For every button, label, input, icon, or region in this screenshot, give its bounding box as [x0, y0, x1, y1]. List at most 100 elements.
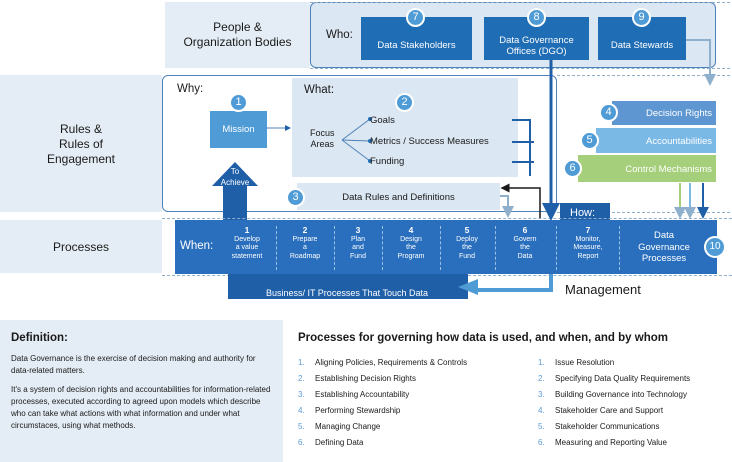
list-item: 5.Managing Change	[298, 422, 381, 431]
to-achieve-arrow	[212, 162, 258, 220]
dgo-label: Data Governance Offices (DGO)	[499, 34, 574, 57]
processes-list-left: 1.Aligning Policies, Requirements & Cont…	[298, 358, 528, 454]
dg-processes-label: Data Governance Processes	[638, 230, 690, 264]
step-1: 1 Develop a value statement	[222, 220, 272, 274]
data-stakeholders-label: Data Stakeholders	[377, 40, 456, 51]
step-divider	[382, 226, 383, 270]
step-7-number: 7	[585, 225, 591, 235]
badge-1: 1	[229, 93, 248, 112]
definition-p1: Data Governance is the exercise of decis…	[11, 354, 256, 375]
badge-7: 7	[406, 8, 425, 27]
people-row-label: People & Organization Bodies	[183, 20, 292, 49]
business-it-bar	[228, 274, 468, 299]
step-7: 7 Monitor, Measure, Report	[560, 220, 616, 274]
guide-line	[310, 68, 730, 69]
step-7-text: Monitor, Measure, Report	[573, 235, 603, 260]
step-5-text: Deploy the Fund	[456, 235, 478, 260]
step-6-number: 6	[522, 225, 528, 235]
badge-4: 4	[599, 103, 618, 122]
step-divider	[334, 226, 335, 270]
data-stewards-label: Data Stewards	[610, 40, 674, 51]
processes-list-right: 1.Issue Resolution 2.Specifying Data Qua…	[538, 358, 728, 454]
step-2-number: 2	[302, 225, 308, 235]
guide-line	[557, 75, 730, 76]
list-item: 1.Aligning Policies, Requirements & Cont…	[298, 358, 468, 367]
list-item: 4.Performing Stewardship	[298, 406, 401, 415]
step-6: 6 Govern the Data	[499, 220, 551, 274]
accountabilities-label: Accountabilities	[645, 136, 712, 147]
list-item: 6.Defining Data	[298, 438, 364, 447]
control-mechanisms-label: Control Mechanisms	[625, 164, 712, 175]
when-bar	[175, 220, 717, 274]
management-label: Management	[565, 282, 641, 297]
rules-row-label: Rules & Rules of Engagement	[46, 122, 116, 166]
list-item: 1.Issue Resolution	[538, 358, 615, 367]
mission-box: Mission	[210, 111, 267, 148]
when-label: When:	[180, 240, 214, 252]
focus-tree	[341, 117, 372, 163]
step-divider	[276, 226, 277, 270]
step-4-text: Design the Program	[397, 235, 425, 260]
decision-rights-box	[612, 101, 716, 125]
step-1-text: Develop a value statement	[231, 235, 263, 260]
processes-row-band	[0, 220, 162, 273]
processes-panel-title: Processes for governing how data is used…	[298, 332, 668, 344]
processes-row-label: Processes	[52, 240, 110, 254]
focus-item-metrics: Metrics / Success Measures	[370, 136, 489, 147]
definition-panel	[0, 320, 283, 462]
step-4: 4 Design the Program	[386, 220, 436, 274]
step-1-number: 1	[244, 225, 250, 235]
badge-8: 8	[527, 8, 546, 27]
list-item: 6.Measuring and Reporting Value	[538, 438, 667, 447]
step-4-number: 4	[408, 225, 414, 235]
accountabilities-box	[596, 128, 716, 153]
business-it-label: Business/ IT Processes That Touch Data	[265, 288, 429, 298]
rules-row-band	[0, 75, 162, 212]
badge-6: 6	[563, 159, 582, 178]
focus-item-funding: Funding	[370, 156, 405, 167]
step-divider	[619, 226, 620, 270]
what-label: What:	[304, 84, 335, 96]
list-item: 3.Establishing Accountability	[298, 390, 410, 399]
step-2-text: Prepare a Roadmap	[289, 235, 321, 260]
list-item: 4.Stakeholder Care and Support	[538, 406, 664, 415]
why-label: Why:	[177, 83, 204, 95]
step-divider	[440, 226, 441, 270]
data-rules-label: Data Rules and Definitions	[342, 192, 455, 203]
step-5: 5 Deploy the Fund	[444, 220, 490, 274]
step-2: 2 Prepare a Roadmap	[280, 220, 330, 274]
list-item: 3.Building Governance into Technology	[538, 390, 687, 399]
step-3-number: 3	[355, 225, 361, 235]
step-3: 3 Plan and Fund	[338, 220, 378, 274]
badge-2: 2	[395, 93, 414, 112]
step-divider	[495, 226, 496, 270]
guide-line	[557, 212, 730, 213]
step-divider	[556, 226, 557, 270]
guide-line	[162, 218, 732, 219]
badge-9: 9	[632, 8, 651, 27]
dgo-box: Data Governance Offices (DGO)	[484, 17, 589, 60]
definition-title: Definition:	[11, 332, 68, 344]
badge-5: 5	[580, 131, 599, 150]
list-item: 2.Specifying Data Quality Requirements	[538, 374, 691, 383]
step-5-number: 5	[464, 225, 470, 235]
step-6-text: Govern the Data	[513, 235, 537, 260]
badge-10: 10	[704, 236, 726, 258]
list-item: 5.Stakeholder Communications	[538, 422, 660, 431]
definition-p2: It's a system of decision rights and acc…	[11, 385, 271, 430]
mission-label: Mission	[222, 124, 255, 135]
focus-item-goals: Goals	[370, 115, 395, 126]
business-it-arrowhead	[458, 279, 478, 295]
control-mechanisms-box	[578, 155, 716, 182]
focus-areas-label: Focus Areas	[310, 128, 335, 149]
connector-lines	[267, 39, 716, 292]
people-row-band	[165, 2, 310, 68]
badge-3: 3	[286, 188, 305, 207]
to-achieve-label: To Achieve	[220, 167, 250, 187]
guide-line	[310, 2, 730, 3]
decision-rights-label: Decision Rights	[646, 108, 712, 119]
list-item: 2.Establishing Decision Rights	[298, 374, 416, 383]
who-label: Who:	[326, 29, 353, 41]
how-label: How:	[570, 207, 596, 219]
data-rules-box	[297, 183, 500, 210]
